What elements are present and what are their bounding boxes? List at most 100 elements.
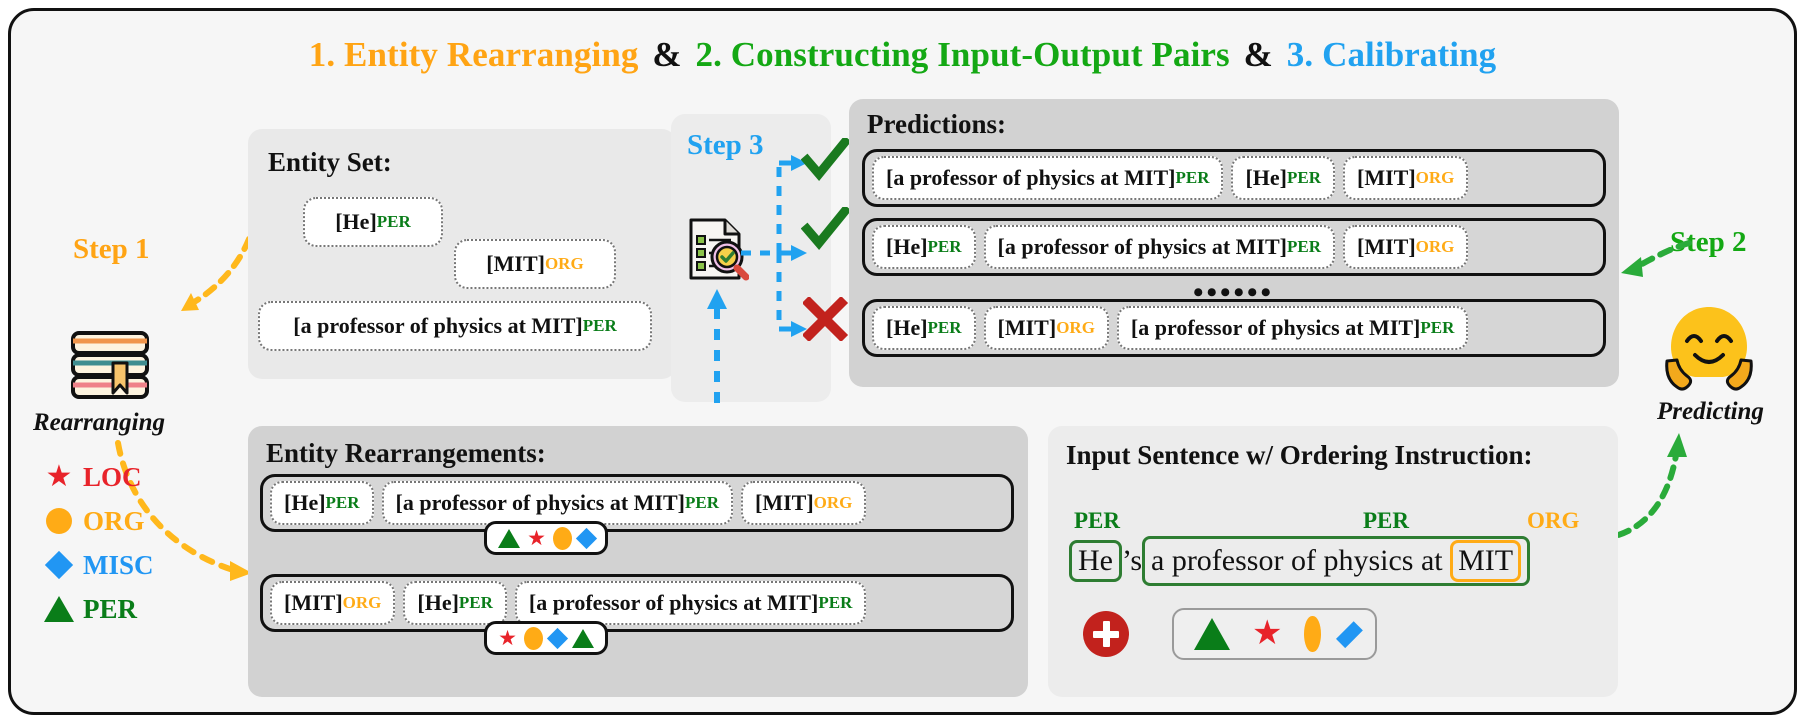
- sentence-word-he: He: [1078, 544, 1113, 577]
- document-check-icon: [683, 216, 749, 282]
- entity-chip-he-tag: PER: [376, 212, 411, 231]
- prediction-3-chip-2: [MIT]ORG: [983, 306, 1109, 350]
- rearrangement-2-chip-1-text: [MIT]: [284, 590, 343, 615]
- prediction-2-chip-3-text: [MIT]: [1357, 234, 1416, 259]
- entity-chip-professor: [a professor of physics at MIT]PER: [258, 301, 652, 351]
- star-icon: ★: [498, 625, 517, 650]
- title-amp-1: &: [652, 35, 682, 74]
- rearrangement-1-chip-1-tag: PER: [325, 493, 360, 512]
- rearrangement-row-2: [MIT]ORG [He] PER [a professor of physics…: [260, 574, 1014, 632]
- sentence-word-mit: MIT: [1458, 544, 1514, 577]
- rearrangement-2-chip-3-text: [a professor of physics at MIT]: [528, 590, 819, 615]
- step-1-label: Step 1: [73, 233, 150, 265]
- entity-chip-he: [He]PER: [303, 197, 443, 247]
- triangle-icon: [498, 528, 521, 548]
- rearrangement-2-order-badge: ★: [484, 621, 608, 655]
- legend-item-per: PER: [41, 589, 154, 629]
- step-3-label: Step 3: [687, 129, 764, 161]
- predictions-heading: Predictions:: [867, 109, 1006, 139]
- calibration-up-arrow: [707, 289, 727, 403]
- step2-arrow: [1621, 240, 1692, 277]
- triangle-icon: [1194, 618, 1230, 650]
- prediction-1-chip-2-text: [He]: [1245, 165, 1287, 190]
- title-part-2: 2. Constructing Input-Output Pairs: [695, 35, 1230, 74]
- sentence-tag-org-mit: ORG: [1527, 508, 1580, 533]
- prediction-2-chip-2-text: [a professor of physics at MIT]: [997, 234, 1287, 259]
- diagram-frame: 1. Entity Rearranging & 2. Constructing …: [8, 8, 1797, 715]
- rearrangement-1-chip-2-tag: PER: [685, 493, 719, 512]
- input-sentence-heading: Input Sentence w/ Ordering Instruction:: [1066, 440, 1533, 470]
- entity-chip-he-text: [He]: [335, 209, 377, 234]
- rearrangement-2-chip-2-text: [He]: [417, 590, 459, 615]
- entity-chip-professor-tag: PER: [582, 316, 617, 335]
- legend-item-misc: MISC: [41, 545, 154, 585]
- legend-item-loc: ★ LOC: [41, 457, 154, 497]
- prediction-3-chip-1-tag: PER: [927, 318, 962, 337]
- sentence-entity-phrase: a professor of physics at MIT: [1142, 536, 1531, 586]
- circle-icon: [552, 526, 572, 550]
- verdict-branch-arrows: [741, 155, 807, 337]
- prediction-2-chip-2-tag: PER: [1287, 237, 1321, 256]
- rearrangement-1-chip-3: [MIT]ORG: [741, 481, 867, 525]
- prediction-3-chip-3-text: [a professor of physics at MIT]: [1130, 315, 1421, 340]
- prediction-2-chip-3-tag: ORG: [1415, 237, 1455, 256]
- legend-label-org: ORG: [83, 505, 145, 536]
- entity-set-heading: Entity Set:: [268, 147, 392, 177]
- sentence-apostrophe-s: ’s: [1121, 544, 1142, 577]
- title-part-1: 1. Entity Rearranging: [308, 35, 639, 74]
- diamond-icon: [546, 627, 569, 649]
- rearrangement-1-chip-2: [a professor of physics at MIT]PER: [381, 481, 733, 525]
- rearrangement-2-chip-1-tag: ORG: [342, 593, 382, 612]
- entity-rearrangements-heading: Entity Rearrangements:: [266, 438, 546, 468]
- prediction-1-chip-1-tag: PER: [1175, 168, 1210, 187]
- legend-item-org: ORG: [41, 501, 154, 541]
- prediction-2-chip-1-tag: PER: [927, 237, 962, 256]
- rearrangement-2-chip-3: [a professor of physics at MIT]PER: [514, 581, 867, 625]
- prediction-3-chip-3: [a professor of physics at MIT]PER: [1116, 306, 1469, 350]
- prediction-row-3: [He]PER [MIT]ORG [a professor of physics…: [862, 299, 1606, 357]
- books-icon: [67, 327, 153, 405]
- prediction-1-chip-1: [a professor of physics at MIT]PER: [872, 156, 1224, 200]
- rearrangement-1-chip-2-text: [a professor of physics at MIT]: [395, 490, 685, 515]
- prediction-2-chip-3: [MIT]ORG: [1343, 225, 1469, 269]
- star-icon: ★: [45, 460, 73, 493]
- sentence-entity-mit: MIT: [1450, 540, 1522, 582]
- sentence-tag-per-phrase: PER: [1363, 508, 1409, 533]
- prediction-1-chip-1-text: [a professor of physics at MIT]: [886, 165, 1176, 190]
- diamond-icon: [575, 527, 598, 549]
- diamond-icon: [41, 550, 77, 580]
- rearranging-arrow: [115, 440, 252, 581]
- prediction-3-chip-2-text: [MIT]: [997, 315, 1057, 340]
- verdict-check-1-icon: [801, 138, 851, 182]
- rearrangement-1-chip-3-text: [MIT]: [755, 490, 814, 515]
- star-icon: ★: [1252, 615, 1283, 652]
- rearrangement-2-chip-1: [MIT]ORG: [270, 581, 396, 625]
- rearrangement-row-1: [He]PER [a professor of physics at MIT]P…: [260, 474, 1014, 532]
- prediction-row-2: [He]PER [a professor of physics at MIT]P…: [862, 218, 1606, 276]
- verdict-cross-icon: [803, 297, 849, 341]
- prediction-3-chip-1-text: [He]: [886, 315, 928, 340]
- legend-label-per: PER: [83, 593, 137, 624]
- rearrangement-1-chip-1-text: [He]: [284, 490, 326, 515]
- prediction-1-chip-2-tag: PER: [1287, 168, 1321, 187]
- circle-icon: [41, 508, 77, 534]
- sentence-tag-per-he: PER: [1074, 508, 1120, 533]
- prediction-2-chip-1: [He]PER: [872, 225, 976, 269]
- entity-chip-mit: [MIT]ORG: [454, 239, 616, 289]
- entity-rearrangements-panel: Entity Rearrangements:: [248, 426, 1028, 697]
- entity-chip-mit-tag: ORG: [544, 254, 584, 273]
- entity-chip-mit-text: [MIT]: [486, 251, 545, 276]
- predicting-caption: Predicting: [1657, 398, 1764, 425]
- circle-icon: [523, 626, 543, 650]
- prediction-3-chip-2-tag: ORG: [1056, 318, 1095, 337]
- prediction-2-chip-1-text: [He]: [886, 234, 928, 259]
- circle-icon: [1304, 616, 1321, 652]
- step1-arrow-down: [181, 236, 252, 311]
- rearrangement-1-chip-3-tag: ORG: [813, 493, 853, 512]
- prediction-3-chip-1: [He]PER: [872, 306, 976, 350]
- rearrangement-2-chip-3-tag: PER: [818, 593, 853, 612]
- entity-type-legend: ★ LOC ORG MISC PER: [41, 457, 154, 633]
- triangle-icon: [41, 596, 77, 622]
- prediction-row-1: [a professor of physics at MIT]PER [He]P…: [862, 149, 1606, 207]
- diamond-icon: [1335, 620, 1363, 648]
